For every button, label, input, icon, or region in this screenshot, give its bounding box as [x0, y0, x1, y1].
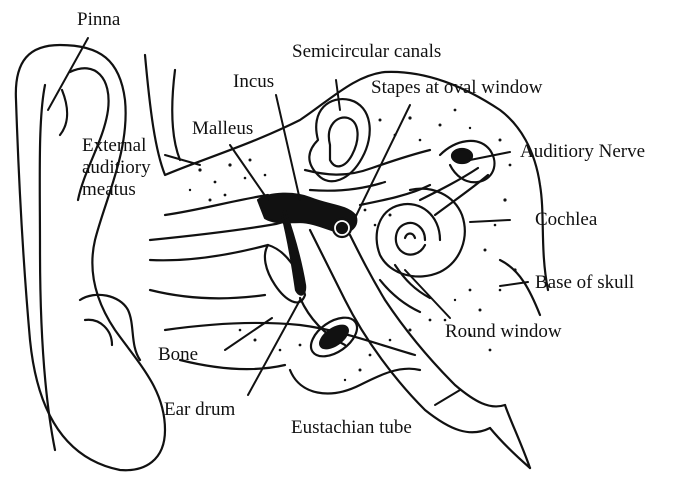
- label-ear-drum: Ear drum: [164, 400, 235, 420]
- nerve-shape: [420, 141, 494, 215]
- label-external-auditory-meatus: External auditiory meatus: [82, 135, 192, 201]
- label-incus: Incus: [233, 72, 274, 92]
- pinna-shape: [16, 45, 165, 470]
- label-cochlea: Cochlea: [535, 210, 597, 230]
- label-bone: Bone: [158, 345, 198, 365]
- label-external-line-2: auditiory: [82, 157, 192, 179]
- label-stapes: Stapes at oval window: [371, 78, 543, 98]
- label-eustachian-tube: Eustachian tube: [291, 418, 412, 438]
- label-malleus: Malleus: [192, 119, 253, 139]
- label-auditory-nerve: Auditiory Nerve: [520, 142, 645, 162]
- label-external-line-1: External: [82, 135, 192, 157]
- label-pinna: Pinna: [77, 10, 120, 30]
- label-base-of-skull: Base of skull: [535, 273, 634, 293]
- label-semicircular-canals: Semicircular canals: [292, 42, 441, 62]
- label-round-window: Round window: [445, 322, 562, 342]
- label-external-line-3: meatus: [82, 179, 192, 201]
